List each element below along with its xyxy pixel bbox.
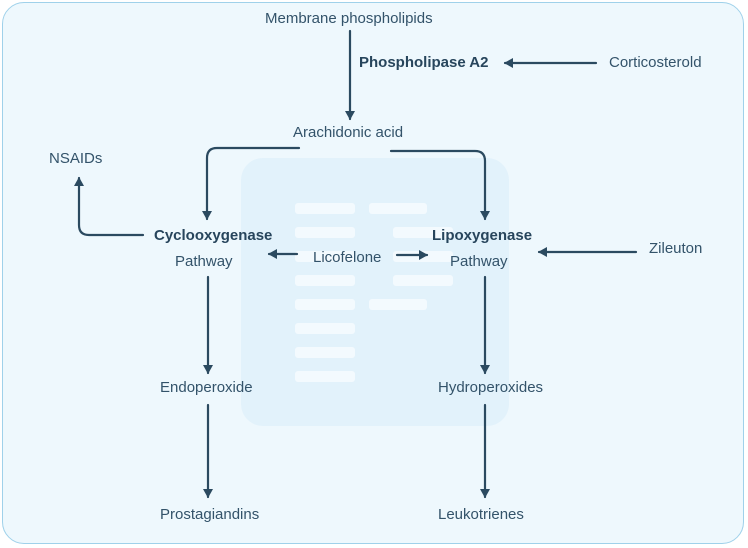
nsaids-label: NSAIDs xyxy=(49,150,103,167)
corticosteroid-label: Corticosterold xyxy=(609,54,702,71)
endoperoxide-label: Endoperoxide xyxy=(160,379,253,396)
lox-pathway-label: Pathway xyxy=(450,253,508,270)
cox-pathway-label: Pathway xyxy=(175,253,233,270)
document-watermark-icon xyxy=(241,158,509,426)
prostaglandins-label: Prostagiandins xyxy=(160,506,260,523)
lipoxygenase-label: Lipoxygenase xyxy=(432,227,533,244)
licofelone-label: Licofelone xyxy=(313,249,382,266)
arachidonic-acid-label: Arachidonic acid xyxy=(293,124,404,141)
zileuton-label: Zileuton xyxy=(649,240,703,257)
phospholipase-a2-label: Phospholipase A2 xyxy=(359,54,489,71)
leukotrienes-label: Leukotrienes xyxy=(438,506,524,523)
cyclooxygenase-label: Cyclooxygenase xyxy=(154,227,273,244)
arrow-arachidonic-to-cox xyxy=(202,146,301,221)
arrow-arachidonic-to-lox xyxy=(389,149,490,221)
hydroperoxides-label: Hydroperoxides xyxy=(438,379,544,396)
arrow-cox-to-nsaids xyxy=(74,176,145,237)
arrow-layer xyxy=(74,29,638,499)
membrane-phospholipids-label: Membrane phospholipids xyxy=(265,10,433,27)
